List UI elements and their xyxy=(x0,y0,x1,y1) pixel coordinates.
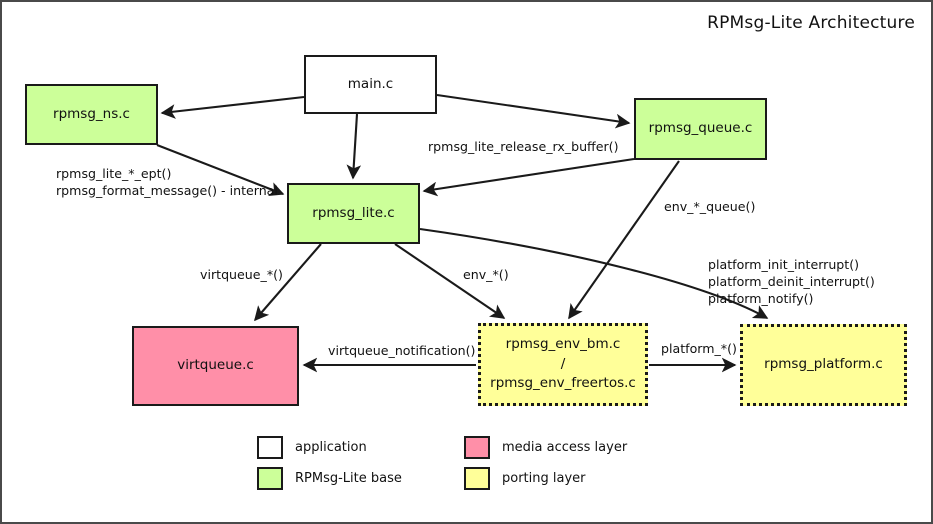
node-rpmsg-lite[interactable]: rpmsg_lite.c xyxy=(287,183,420,244)
legend-label-media-access-layer: media access layer xyxy=(502,440,628,455)
node-virtqueue-label: virtqueue.c xyxy=(177,357,254,374)
node-rpmsg-platform[interactable]: rpmsg_platform.c xyxy=(740,324,907,406)
node-rpmsg-ns-label: rpmsg_ns.c xyxy=(53,105,130,122)
legend-label-porting-layer: porting layer xyxy=(502,471,586,486)
legend-label-rpmsg-lite-base: RPMsg-Lite base xyxy=(295,471,402,486)
node-main[interactable]: main.c xyxy=(304,55,437,114)
node-rpmsg-env-label: rpmsg_env_bm.c / rpmsg_env_freertos.c xyxy=(490,336,636,392)
legend-label-application: application xyxy=(295,440,367,455)
page-title: RPMsg-Lite Architecture xyxy=(707,13,915,33)
node-rpmsg-env[interactable]: rpmsg_env_bm.c / rpmsg_env_freertos.c xyxy=(478,323,648,406)
legend-swatch-media-access-layer xyxy=(464,436,490,459)
legend-item-application: application xyxy=(257,436,367,459)
edge-label-queue-to-env: env_*_queue() xyxy=(664,199,756,214)
node-rpmsg-queue-label: rpmsg_queue.c xyxy=(648,120,753,137)
node-virtqueue[interactable]: virtqueue.c xyxy=(132,326,299,406)
node-main-label: main.c xyxy=(347,75,394,92)
node-rpmsg-platform-label: rpmsg_platform.c xyxy=(764,356,883,373)
edge-label-env-to-platform: platform_*() xyxy=(661,341,737,356)
legend-item-rpmsg-lite-base: RPMsg-Lite base xyxy=(257,467,402,490)
node-rpmsg-lite-label: rpmsg_lite.c xyxy=(312,204,395,221)
edge-label-queue-to-lite: rpmsg_lite_release_rx_buffer() xyxy=(428,139,619,154)
legend-item-media-access-layer: media access layer xyxy=(464,436,627,459)
node-rpmsg-queue[interactable]: rpmsg_queue.c xyxy=(634,98,767,160)
legend-swatch-application xyxy=(257,436,283,459)
legend-swatch-rpmsg-lite-base xyxy=(257,467,283,490)
edge-label-env-to-virtqueue: virtqueue_notification() xyxy=(328,343,476,358)
legend-item-porting-layer: porting layer xyxy=(464,467,586,490)
legend-swatch-porting-layer xyxy=(464,467,490,490)
node-rpmsg-ns[interactable]: rpmsg_ns.c xyxy=(25,84,158,145)
